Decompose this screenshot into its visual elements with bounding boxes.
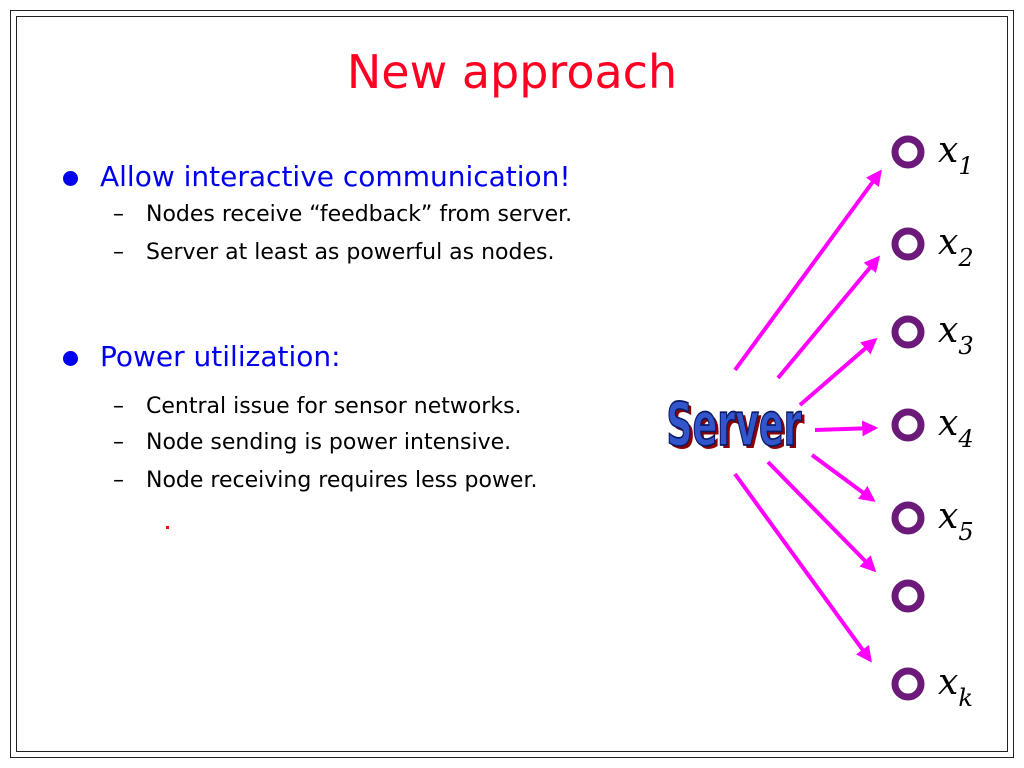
- arrow-to-node-5: [810, 453, 876, 502]
- sub-bullet-central-issue: Central issue for sensor networks.: [146, 394, 522, 419]
- node-label-xk: xk: [938, 662, 973, 712]
- node-label-x4: x4: [938, 403, 974, 453]
- sub-bullet-dash: –: [113, 240, 124, 265]
- sub-bullet-feedback: Nodes receive “feedback” from server.: [146, 202, 573, 227]
- node-label-x3: x3: [938, 310, 974, 360]
- sub-bullet-dash: –: [113, 394, 124, 419]
- node-5: [891, 501, 925, 535]
- arrow-to-node-1: [733, 169, 882, 372]
- bullet-point-icon: [63, 351, 78, 366]
- bullet-interactive-communication: Allow interactive communication!: [100, 160, 571, 193]
- sub-bullet-receiving-power: Node receiving requires less power.: [146, 468, 538, 493]
- sub-bullet-dash: –: [113, 202, 124, 227]
- arrow-to-node-3: [798, 337, 878, 407]
- server-label-shadow: Server: [669, 392, 805, 462]
- node-4: [891, 408, 925, 442]
- sub-bullet-dash: –: [113, 468, 124, 493]
- node-1: [891, 135, 925, 169]
- slide-outer-border: [10, 10, 1014, 758]
- sub-bullet-sending-power: Node sending is power intensive.: [146, 430, 512, 455]
- node-3: [891, 315, 925, 349]
- arrow-to-node-4: [814, 420, 879, 437]
- slide-title: New approach: [346, 45, 678, 99]
- node-6: [891, 579, 925, 613]
- node-label-x2: x2: [938, 222, 974, 272]
- node-label-x1: x1: [938, 130, 974, 180]
- arrow-to-node-2: [776, 255, 881, 380]
- sub-bullet-server-powerful: Server at least as powerful as nodes.: [146, 240, 555, 265]
- slide-inner-border: [16, 16, 1008, 752]
- arrow-to-node-k: [733, 472, 872, 663]
- node-k: [891, 667, 925, 701]
- server-label: Server: [666, 389, 802, 459]
- sub-bullet-dash: –: [113, 430, 124, 455]
- server-wordart: Server Server: [666, 389, 805, 463]
- stray-red-dot: [166, 526, 169, 529]
- bullet-point-icon: [63, 171, 78, 186]
- arrow-to-node-6: [766, 460, 877, 573]
- bullet-power-utilization: Power utilization:: [100, 340, 341, 373]
- node-2: [891, 227, 925, 261]
- node-label-x5: x5: [938, 496, 974, 546]
